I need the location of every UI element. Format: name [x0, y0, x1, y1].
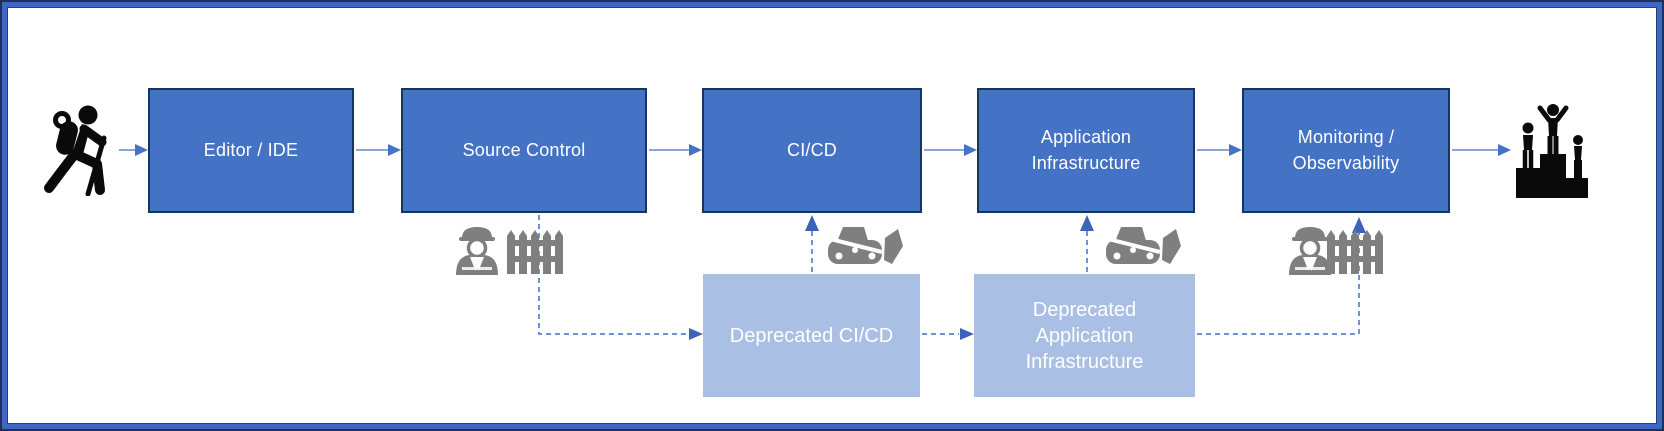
arrow-cicd-to-appinfra: [924, 144, 977, 156]
arrow-appinfra-to-monitoring: [1197, 144, 1242, 156]
hiker-icon: [42, 104, 116, 196]
bulldozer-icon: [1104, 222, 1182, 266]
dashed-deprecated-cicd-to-cicd: [805, 215, 819, 272]
dashed-deprecated-cicd-to-deprecated-appinfra: [922, 328, 974, 340]
arrow-hiker-to-editor: [119, 144, 148, 156]
node-deprecated-cicd: Deprecated CI/CD: [703, 274, 920, 397]
construction-worker-icon: [454, 223, 500, 275]
node-source-control: Source Control: [401, 88, 647, 213]
dashed-arrows: [538, 215, 1366, 340]
picket-fence-icon: [1327, 228, 1383, 274]
node-application-infrastructure: Application Infrastructure: [977, 88, 1195, 213]
podium-winners-icon: [1514, 102, 1590, 198]
node-monitoring-observability: Monitoring / Observability: [1242, 88, 1450, 213]
construction-worker-icon: [1287, 223, 1333, 275]
dashed-deprecated-appinfra-to-appinfra: [1080, 215, 1094, 272]
arrow-source-to-cicd: [649, 144, 702, 156]
bulldozer-icon: [826, 222, 904, 266]
dashed-source-to-deprecated-cicd: [538, 215, 703, 340]
arrow-editor-to-source: [356, 144, 401, 156]
node-cicd: CI/CD: [702, 88, 922, 213]
picket-fence-icon: [507, 228, 563, 274]
arrow-monitoring-to-podium: [1452, 144, 1511, 156]
node-editor-ide: Editor / IDE: [148, 88, 354, 213]
node-deprecated-application-infrastructure: Deprecated Application Infrastructure: [974, 274, 1195, 397]
solid-arrows: [119, 144, 1511, 156]
